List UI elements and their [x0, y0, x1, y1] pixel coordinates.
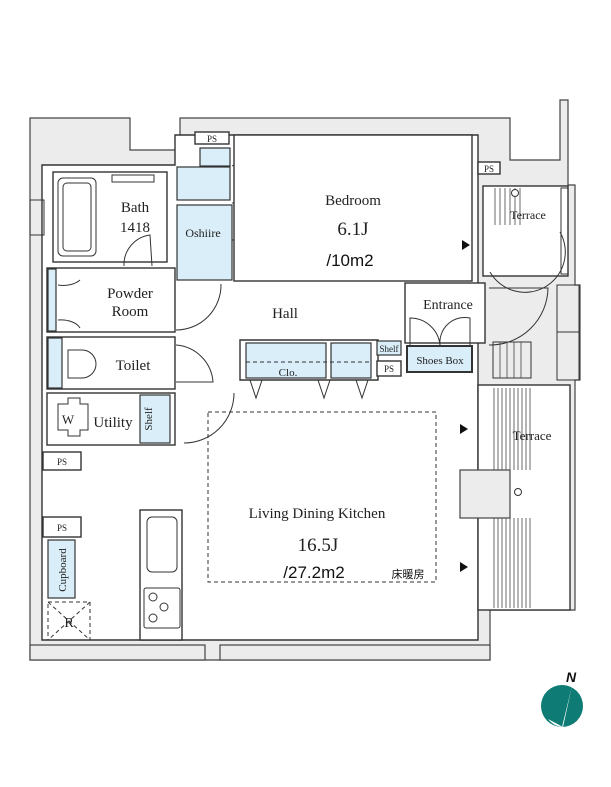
powder-room-door[interactable]	[175, 283, 222, 331]
north-label: N	[566, 669, 577, 685]
floor-heating-area	[207, 411, 437, 583]
gas-stove	[143, 587, 181, 629]
bath-door[interactable]	[123, 234, 153, 267]
terrace-right-label: Terrace	[513, 428, 552, 443]
washer-icon	[57, 397, 89, 437]
storage-top	[199, 147, 231, 167]
powder-room-label-1: Powder	[107, 286, 153, 302]
window-arrow-icon	[462, 240, 470, 250]
ps-label: PS	[384, 364, 394, 374]
ps-box	[194, 131, 230, 145]
shoes-box-label: Shoes Box	[416, 355, 464, 367]
burner-icon	[159, 602, 169, 612]
hall-label: Hall	[272, 306, 298, 322]
window-arrow-icon	[460, 562, 468, 572]
bathtub-inner	[62, 182, 92, 252]
bedroom-label: Bedroom	[325, 193, 381, 209]
drain-icon	[514, 488, 522, 496]
ps-label: PS	[207, 134, 217, 144]
terrace-top-label: Terrace	[510, 208, 546, 222]
toilet-door[interactable]	[175, 344, 214, 383]
fridge-label: R	[64, 616, 74, 631]
bath-label: Bath	[121, 200, 150, 216]
ldk-label: Living Dining Kitchen	[249, 506, 386, 522]
ldk-door[interactable]	[183, 392, 235, 444]
utility-label: Utility	[93, 415, 133, 431]
powder-room-label-2: Room	[112, 304, 149, 320]
cupboard-label: Cupboard	[57, 548, 69, 592]
column	[459, 469, 511, 519]
ldk-jo: 16.5J	[298, 535, 339, 556]
terrace-top	[482, 185, 569, 277]
shelf-label: Shelf	[380, 344, 399, 354]
drain-icon	[511, 189, 519, 197]
burner-icon	[148, 592, 158, 602]
bedroom-area: /10m2	[326, 251, 373, 270]
terrace-right-decking	[493, 388, 531, 608]
ps-label: PS	[484, 164, 494, 174]
step-decking	[492, 341, 532, 379]
fridge-x	[47, 601, 91, 641]
ps-label: PS	[57, 523, 67, 533]
cupboard	[47, 539, 76, 599]
shoes-box	[406, 345, 473, 373]
bath-room	[52, 171, 168, 263]
powder-room	[46, 267, 176, 333]
bedroom-jo: 6.1J	[337, 219, 368, 240]
kitchen-sink	[146, 516, 178, 573]
closet-label: Clo.	[279, 367, 298, 379]
fridge-space	[47, 601, 91, 641]
entrance-label: Entrance	[423, 298, 473, 313]
ps-box	[42, 451, 82, 471]
compass-icon	[541, 685, 583, 727]
ldk-area: /27.2m2	[283, 563, 344, 582]
ps-box	[376, 360, 402, 377]
terrace-door[interactable]	[489, 231, 566, 293]
bath-window	[29, 199, 45, 236]
toilet-tank	[47, 337, 63, 389]
kitchen-counter	[139, 509, 183, 641]
toilet-icon	[67, 349, 97, 379]
compass-needle	[548, 686, 572, 727]
railing	[560, 187, 569, 275]
bathtub	[57, 177, 97, 257]
north-compass: N	[541, 669, 583, 727]
wall-segment	[219, 644, 491, 661]
utility-shelf-label: Shelf	[143, 407, 155, 431]
ps-box	[477, 161, 501, 175]
toilet-label: Toilet	[116, 358, 152, 374]
storage	[176, 166, 231, 201]
toilet-room	[46, 336, 176, 390]
utility-shelf	[139, 394, 171, 444]
window-arrow-icon	[460, 424, 468, 434]
powder-shelf	[47, 268, 57, 332]
bath-size: 1418	[120, 220, 150, 236]
vanity-sink	[57, 279, 81, 329]
floor-heating-label: 床暖房	[392, 567, 425, 581]
shelf	[376, 340, 402, 356]
entrance	[404, 282, 486, 344]
washer-label: W	[62, 412, 75, 427]
ps-label: PS	[57, 457, 67, 467]
entrance-door[interactable]	[488, 287, 549, 346]
ps-box	[42, 516, 82, 538]
oshiire-label: Oshiire	[185, 226, 220, 240]
bedroom	[233, 134, 473, 282]
closet	[245, 342, 327, 379]
bath-shelf	[111, 174, 155, 183]
closet-doors[interactable]	[249, 379, 369, 400]
wall-segment	[29, 644, 206, 661]
shoes-box-doors[interactable]	[409, 316, 471, 346]
burner-icon	[148, 613, 158, 623]
oshiire	[176, 204, 233, 281]
closet	[330, 342, 372, 379]
